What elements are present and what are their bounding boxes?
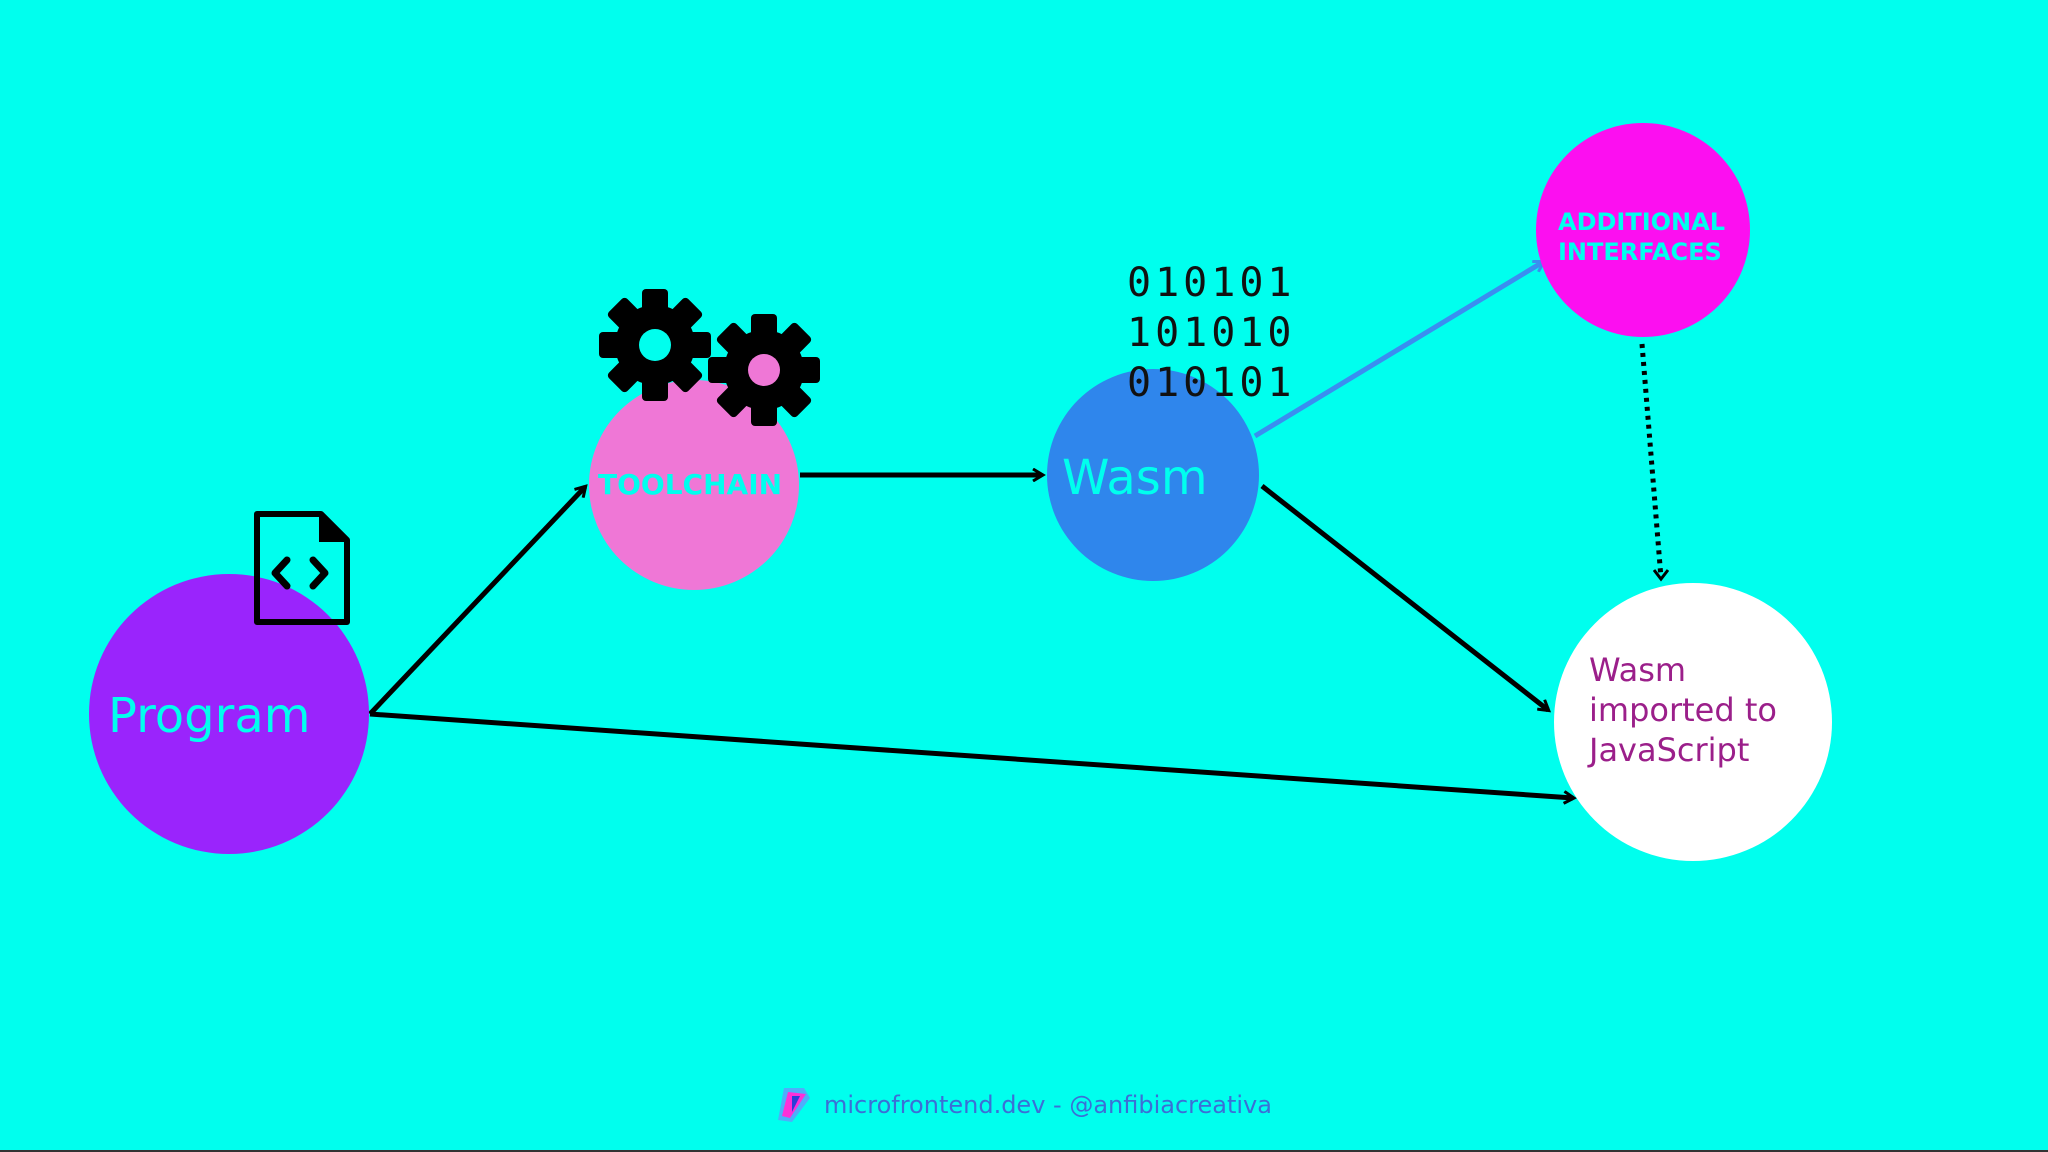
microfrontend-logo-icon — [778, 1088, 810, 1122]
wasm-circle — [1047, 369, 1259, 581]
imported-label-2: imported to — [1589, 691, 1777, 729]
code-file-icon — [254, 511, 350, 625]
binary-line-2: 101010 — [1127, 310, 1296, 356]
imported-circle — [1554, 583, 1832, 861]
program-label: Program — [108, 688, 311, 744]
footer: microfrontend.dev - @anfibiacreativa — [770, 1085, 1272, 1125]
binary-text: 010101 101010 010101 — [1127, 260, 1296, 406]
binary-line-3: 010101 — [1127, 360, 1296, 406]
arrow-wasm-to-imported — [1260, 484, 1548, 710]
imported-node: Wasm imported to JavaScript — [1554, 583, 1832, 861]
program-node: Program — [89, 574, 369, 854]
binary-line-1: 010101 — [1127, 260, 1296, 306]
additional-interfaces-circle — [1536, 123, 1750, 337]
additional-interfaces-node: ADDITIONAL INTERFACES — [1536, 123, 1750, 337]
gears-icon — [599, 289, 820, 426]
wasm-label: Wasm — [1062, 450, 1208, 506]
additional-interfaces-label-2: INTERFACES — [1558, 238, 1722, 266]
bottom-divider — [0, 1150, 2048, 1152]
imported-label-3: JavaScript — [1587, 731, 1749, 769]
arrow-wasm-to-interfaces — [1253, 259, 1543, 439]
arrow-program-to-imported — [369, 711, 1573, 798]
dotted-arrow-interfaces-to-imported — [1639, 343, 1661, 578]
toolchain-circle — [589, 380, 799, 590]
program-circle — [89, 574, 369, 854]
imported-label-1: Wasm — [1589, 651, 1686, 689]
toolchain-label: TOOLCHAIN — [598, 468, 782, 501]
wasm-node: Wasm — [1047, 369, 1259, 581]
footer-text[interactable]: microfrontend.dev - @anfibiacreativa — [824, 1091, 1272, 1119]
arrow-program-to-toolchain — [368, 487, 585, 716]
toolchain-node: TOOLCHAIN — [589, 380, 799, 590]
additional-interfaces-label-1: ADDITIONAL — [1558, 208, 1725, 236]
